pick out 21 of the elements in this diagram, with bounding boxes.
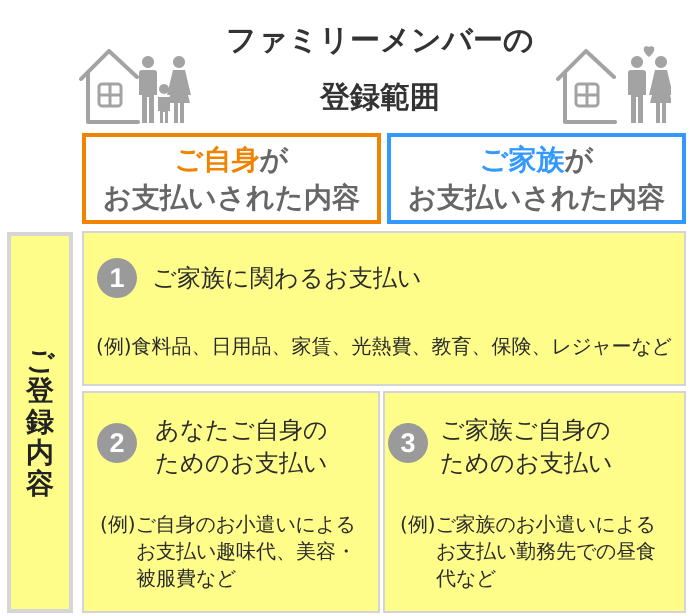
example-text: (例)ご家族のお小遣いによるお支払い勤務先での昼食代など (400, 511, 657, 592)
column-heading-text: ご家族が (480, 142, 594, 178)
step-number-circle: 3 (388, 423, 428, 463)
column-heading-box (82, 133, 381, 224)
step-number-circle: 2 (97, 423, 137, 463)
example-text: (例)食料品、日用品、家賃、光熱費、教育、保険、レジャーなど (96, 333, 673, 359)
category-title: あなたご自身のためのお支払い (155, 415, 329, 479)
step-number-circle: 1 (97, 258, 137, 298)
category-panel (82, 231, 686, 386)
category-panel (383, 391, 686, 613)
column-heading-text: お支払いされた内容 (408, 180, 665, 216)
row-heading-text: ご登録内容 (26, 346, 54, 500)
category-title: ご家族に関わるお支払い (152, 263, 423, 294)
column-heading-text: お支払いされた内容 (103, 180, 360, 216)
example-text: (例)ご自身のお小遣いによるお支払い趣味代、美容・被服費など (100, 511, 357, 592)
row-heading-box (7, 232, 73, 613)
category-panel (82, 391, 380, 613)
column-heading-text: ご自身が (174, 142, 288, 178)
diagram-title: ファミリーメンバーの登録範囲 (225, 22, 535, 117)
column-heading-box (387, 133, 686, 224)
category-title: ご家族ご自身のためのお支払い (440, 415, 614, 479)
